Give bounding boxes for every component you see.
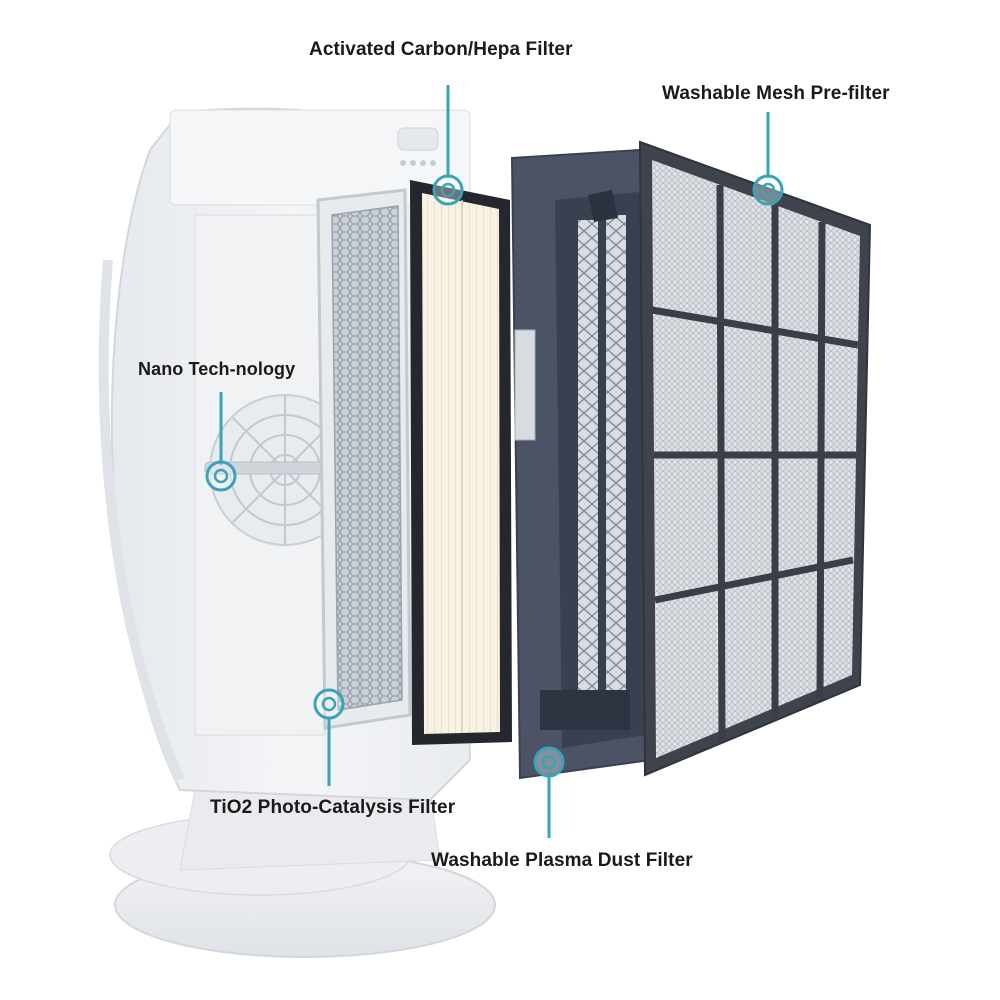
- stand-base: [109, 789, 496, 958]
- hepa-filter: [410, 180, 512, 745]
- label-plasma-dust-filter: Washable Plasma Dust Filter: [431, 850, 693, 871]
- label-nano-technology: Nano Tech-nology: [138, 359, 296, 379]
- marker-mesh: [752, 174, 784, 206]
- tio2-filter: [316, 188, 412, 730]
- label-tio2-filter: TiO2 Photo-Catalysis Filter: [210, 797, 456, 818]
- mesh-prefilter: [638, 140, 872, 777]
- marker-nano: [205, 460, 237, 492]
- plasma-filter: [510, 148, 652, 780]
- marker-plasma: [533, 746, 565, 778]
- label-carbon-hepa-filter: Activated Carbon/Hepa Filter: [309, 39, 573, 60]
- marker-tio2: [313, 688, 345, 720]
- label-mesh-prefilter: Washable Mesh Pre-filter: [662, 83, 890, 104]
- callout-lines: [219, 85, 770, 838]
- marker-carbon: [432, 174, 464, 206]
